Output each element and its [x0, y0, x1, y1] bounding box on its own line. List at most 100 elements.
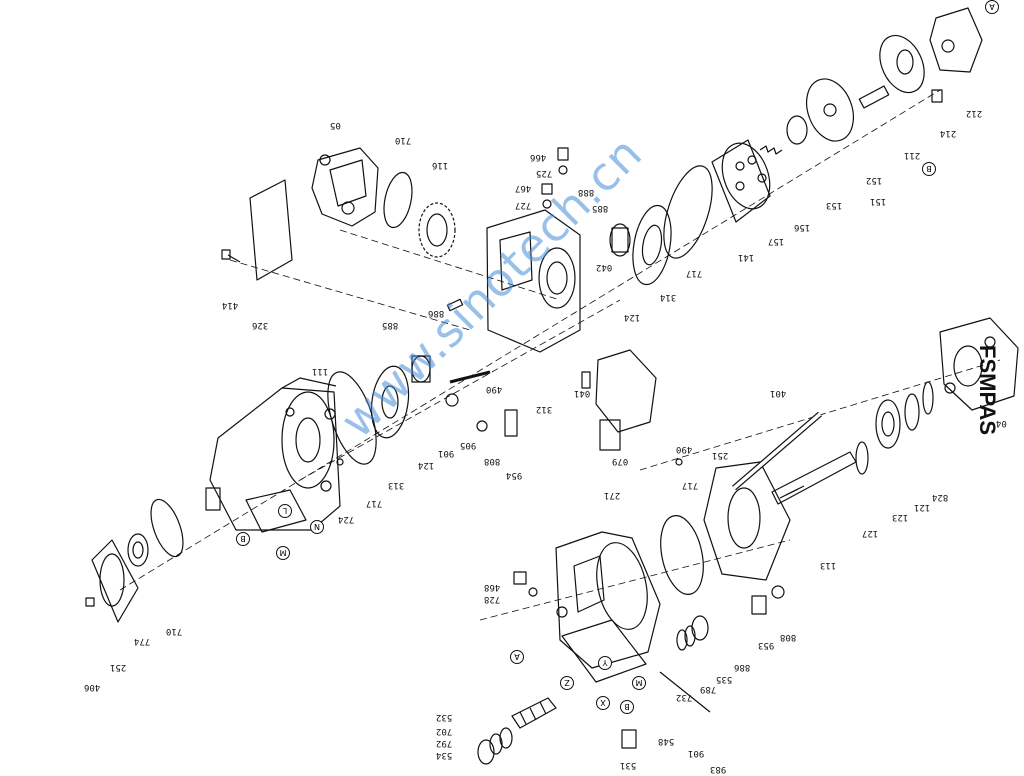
- screw-414: [221, 249, 241, 263]
- o-rings-702-792: [489, 727, 513, 755]
- part-label-313: 313: [388, 480, 405, 490]
- o-ring-717-lower: [660, 515, 704, 595]
- leader-lines: [659, 671, 711, 713]
- part-label-271: 271: [604, 490, 621, 500]
- o-ring-710-front: [150, 498, 184, 558]
- part-label-401: 401: [770, 388, 787, 398]
- front-cover-261: [91, 539, 139, 623]
- callout-a: A: [510, 650, 524, 664]
- washer-808b: [771, 585, 785, 599]
- snap-ring-824: [922, 381, 934, 415]
- part-label-548: 548: [658, 736, 675, 746]
- part-label-123: 123: [892, 512, 909, 522]
- part-label-141: 141: [738, 252, 755, 262]
- callout-b: B: [620, 700, 634, 714]
- pin-214: [931, 89, 943, 103]
- plug-954: [504, 409, 518, 437]
- part-label-124: 124: [624, 312, 641, 322]
- cover-plate-326: [249, 179, 293, 281]
- callout-m: M: [632, 676, 646, 690]
- part-label-886: 886: [428, 308, 445, 318]
- part-label-710: 710: [395, 135, 412, 145]
- screw-406: [85, 597, 95, 607]
- swash-plate-211: [879, 34, 925, 94]
- part-label-983: 983: [710, 764, 727, 774]
- part-label-157: 157: [768, 236, 785, 246]
- o-ring-710-top: [383, 171, 413, 229]
- ball-guide-156: [786, 115, 808, 145]
- part-label-710: 710: [166, 626, 183, 636]
- pin-886: [446, 298, 464, 312]
- part-label-534: 534: [436, 750, 453, 760]
- sleeve-532: [511, 697, 557, 729]
- pin-490: [675, 458, 683, 466]
- callout-n: N: [310, 520, 324, 534]
- part-label-702: 702: [436, 726, 453, 736]
- lock-531: [621, 729, 637, 749]
- gear-116: [418, 202, 456, 258]
- part-label-789: 789: [700, 684, 717, 694]
- plugs-466-467: [541, 147, 569, 209]
- bolt-401: [732, 411, 822, 491]
- part-label-824: 824: [932, 492, 949, 502]
- part-label-406: 406: [84, 682, 101, 692]
- part-label-808: 808: [484, 456, 501, 466]
- bearing-123: [875, 399, 901, 449]
- callout-a: A: [985, 0, 999, 14]
- o-ring-717-top: [663, 165, 713, 259]
- washer-808a: [476, 420, 488, 432]
- part-label-953: 953: [758, 640, 775, 650]
- plug-789: [691, 615, 709, 641]
- part-label-111: 111: [312, 366, 329, 376]
- part-label-728: 728: [484, 594, 501, 604]
- callout-x: X: [596, 696, 610, 710]
- cap-534: [477, 739, 495, 765]
- part-label-468: 468: [484, 582, 501, 592]
- part-label-314: 314: [660, 292, 677, 302]
- part-label-535: 535: [716, 674, 733, 684]
- part-label-04: 04: [996, 418, 1007, 428]
- part-label-153: 153: [826, 200, 843, 210]
- part-label-901: 901: [688, 748, 705, 758]
- part-label-414: 414: [222, 300, 239, 310]
- callout-b: B: [236, 532, 250, 546]
- part-label-079: 079: [612, 456, 629, 466]
- part-label-113: 113: [820, 560, 837, 570]
- part-label-724: 724: [338, 514, 355, 524]
- needle-bearing-124-top: [609, 223, 631, 257]
- part-label-531: 531: [620, 760, 637, 770]
- part-label-808: 808: [780, 632, 797, 642]
- part-label-05: 05: [330, 120, 341, 130]
- callout-l: L: [278, 504, 292, 518]
- part-label-490: 490: [676, 444, 693, 454]
- gear-pump-04: [939, 317, 1019, 411]
- part-label-212: 212: [966, 108, 983, 118]
- part-label-312: 312: [536, 404, 553, 414]
- pump-housing-271: [555, 531, 661, 683]
- callout-b: B: [922, 162, 936, 176]
- valve-plate-314: [632, 204, 672, 286]
- callout-z: Z: [560, 676, 574, 690]
- spring-157: [759, 145, 783, 155]
- part-label-954: 954: [506, 470, 523, 480]
- part-label-774: 774: [134, 636, 151, 646]
- part-label-251: 251: [110, 662, 127, 672]
- valve-plate-313: [370, 365, 410, 439]
- part-label-042: 042: [596, 262, 613, 272]
- part-label-886: 886: [734, 662, 751, 672]
- servo-079: [595, 349, 657, 451]
- piston-151: [858, 85, 890, 109]
- part-label-214: 214: [940, 128, 957, 138]
- drive-shaft-113: [771, 451, 857, 505]
- part-label-717: 717: [366, 498, 383, 508]
- gear-pump-05: [311, 147, 379, 227]
- cradle-212: [929, 7, 983, 73]
- part-label-727: 727: [515, 200, 532, 210]
- plug-468: [513, 571, 538, 597]
- part-label-467: 467: [515, 183, 532, 193]
- part-label-905: 905: [460, 440, 477, 450]
- part-label-121: 121: [914, 502, 931, 512]
- part-label-041: 041: [574, 388, 591, 398]
- ring-121: [904, 393, 920, 431]
